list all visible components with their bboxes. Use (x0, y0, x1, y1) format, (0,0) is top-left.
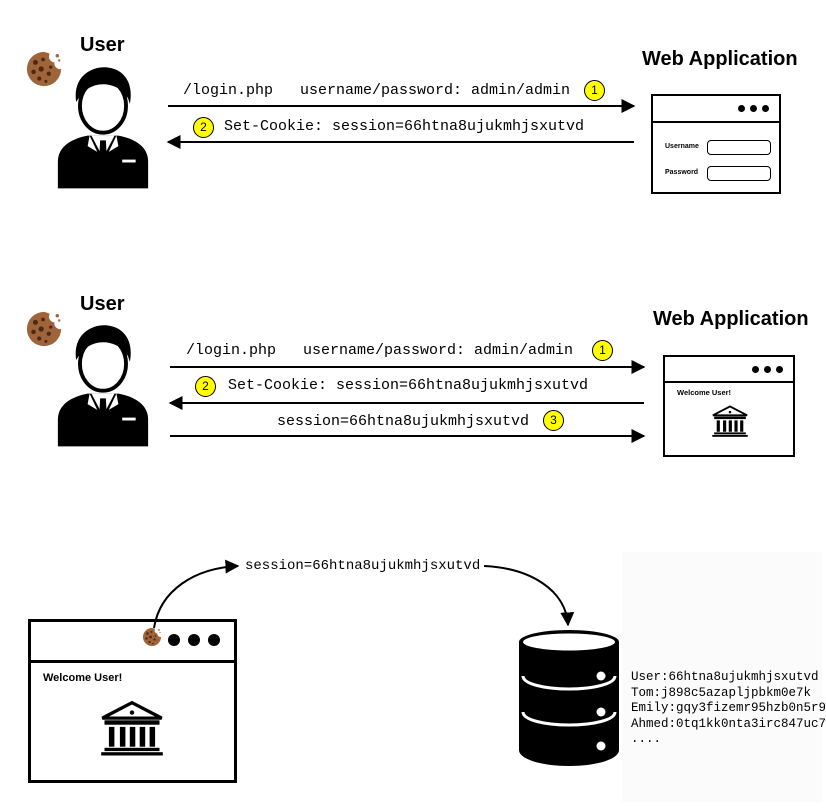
window-dot (764, 366, 771, 373)
step-badge-2: 2 (193, 117, 214, 138)
password-label: Password (665, 169, 699, 176)
login-request-label: /login.php username/password: admin/admi… (183, 82, 571, 99)
user-title: User (80, 293, 125, 315)
window-dot (752, 366, 759, 373)
web-application-title: Web Application (653, 308, 809, 330)
step-badge-3: 3 (543, 410, 564, 431)
session-entry: Emily:gqy3fizemr95hzb0n5r9 (631, 701, 826, 715)
window-title-bar (31, 622, 234, 663)
login-form-window: Username Password (651, 94, 781, 194)
window-dot (188, 634, 200, 646)
session-entry: Ahmed:0tq1kk0nta3irc847uc7 (631, 716, 826, 731)
window-dot (208, 634, 220, 646)
set-cookie-label: Set-Cookie: session=66htna8ujukmhjsxutvd (228, 377, 589, 394)
session-entry: User:66htna8ujukmhjsxutvd (631, 670, 819, 684)
session-entry: Tom:j898c5azapljpbkm0e7k (631, 685, 812, 700)
password-field[interactable] (707, 166, 771, 181)
session-entry: .... (631, 732, 662, 746)
step-badge-2: 2 (195, 376, 216, 397)
session-cookie-label: session=66htna8ujukmhjsxutvd (245, 558, 481, 574)
user-title: User (80, 34, 125, 56)
web-application-title: Web Application (642, 48, 798, 70)
window-dot (762, 105, 769, 112)
step-badge-1: 1 (592, 340, 613, 361)
database-icon (519, 630, 619, 766)
session-store-list: User:66htna8ujukmhjsxutvd Tom:j898c5azap… (631, 670, 826, 748)
welcome-window-large: Welcome User! (28, 619, 237, 783)
username-field[interactable] (707, 140, 771, 155)
login-request-label: /login.php username/password: admin/admi… (186, 342, 574, 359)
welcome-text: Welcome User! (43, 672, 123, 684)
window-dot (738, 105, 745, 112)
welcome-text: Welcome User! (677, 388, 732, 397)
username-label: Username (665, 143, 699, 150)
db-panel-background (622, 552, 822, 802)
window-title-bar (665, 357, 793, 383)
window-title-bar (653, 96, 779, 123)
window-dot (168, 634, 180, 646)
set-cookie-label: Set-Cookie: session=66htna8ujukmhjsxutvd (224, 118, 585, 135)
session-request-label: session=66htna8ujukmhjsxutvd (277, 413, 530, 430)
window-dot (776, 366, 783, 373)
step-badge-1: 1 (584, 80, 605, 101)
welcome-window: Welcome User! (663, 355, 795, 457)
window-dot (750, 105, 757, 112)
